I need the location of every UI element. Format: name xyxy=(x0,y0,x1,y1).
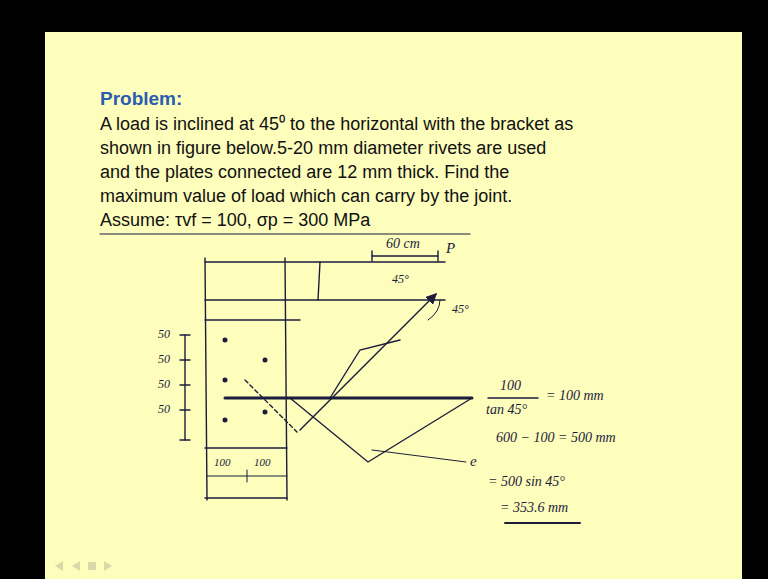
calculation-note: 600 − 100 = 500 mm xyxy=(496,430,616,446)
dimension-label: 50 xyxy=(158,402,170,417)
frame-line xyxy=(205,299,445,300)
calculation-note: 100 xyxy=(500,378,521,394)
dimension-label: 100 xyxy=(254,456,271,468)
slide-title: Problem: xyxy=(100,88,182,110)
problem-text: A load is inclined at 45⁰ to the horizon… xyxy=(100,112,580,232)
dimension-tick xyxy=(180,335,190,440)
dimension-tick xyxy=(372,251,438,261)
frame-line xyxy=(205,258,207,500)
underline xyxy=(100,233,470,234)
dimension-label: 60 cm xyxy=(386,236,420,252)
dimension-label: 50 xyxy=(158,327,170,342)
calculation-note: = 353.6 mm xyxy=(500,500,568,516)
rivets xyxy=(223,338,268,423)
slide-controls xyxy=(55,561,112,571)
calculation-note: tan 45° xyxy=(486,402,527,418)
dimension-label: 100 xyxy=(214,456,231,468)
frame-line xyxy=(205,447,287,448)
load-arrow xyxy=(300,294,436,430)
angle-arc xyxy=(428,300,440,320)
dimension-line xyxy=(207,470,287,482)
calculation-note: = 100 mm xyxy=(546,388,604,404)
underline xyxy=(505,522,580,524)
eccentricity-line xyxy=(245,380,297,432)
dimension-label: 50 xyxy=(158,352,170,367)
bracket-edge xyxy=(290,398,472,462)
leader-line xyxy=(372,450,466,462)
calculation-note: = 500 sin 45° xyxy=(488,474,565,490)
frame-line xyxy=(318,262,320,300)
frame-line xyxy=(205,261,445,262)
fraction-bar xyxy=(488,397,538,398)
angle-label: 45° xyxy=(392,272,409,287)
eccentricity-label: e xyxy=(470,453,477,470)
frame-line xyxy=(205,497,287,498)
dimension-label: 50 xyxy=(158,377,170,392)
load-label: P xyxy=(446,240,455,257)
dimension-line xyxy=(184,335,185,440)
angle-label: 45° xyxy=(452,302,469,317)
frame-line xyxy=(285,258,287,500)
dimension-line xyxy=(372,255,438,256)
